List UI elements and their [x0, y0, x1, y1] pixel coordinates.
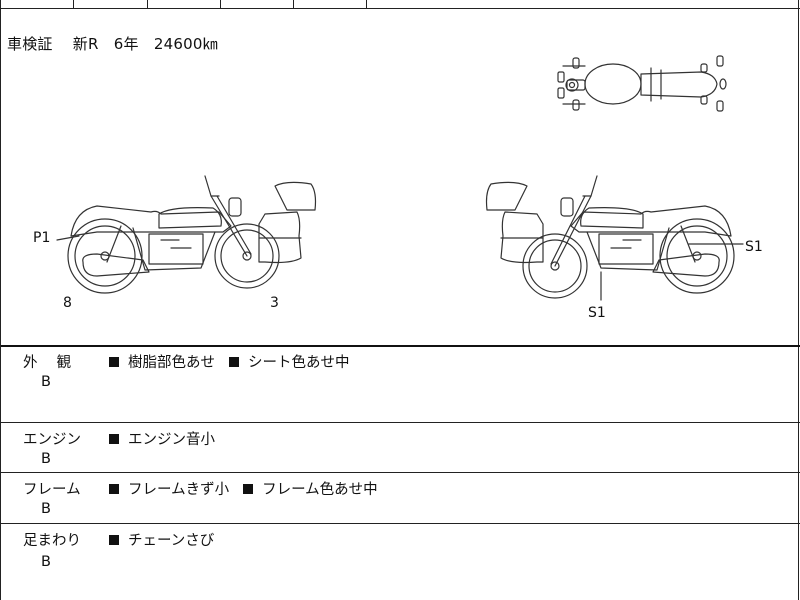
top-view-motorcycle-icon	[557, 55, 727, 112]
registration-info: 車検証 新R 6年 24600㎞	[7, 35, 218, 53]
section-frame: フレーム B フレームきず小 フレーム色あせ中	[1, 472, 800, 523]
left-side-motorcycle-icon	[67, 175, 317, 294]
section-notes: チェーンさび	[109, 529, 214, 550]
position-number-3: 3	[270, 295, 279, 311]
damage-label-p1: P1	[33, 230, 50, 246]
section-divider	[1, 472, 800, 473]
bullet-square-icon	[109, 356, 119, 367]
section-grade: B	[41, 374, 51, 390]
section-notes: エンジン音小	[109, 428, 215, 449]
damage-label-s1-bottom: S1	[588, 305, 606, 321]
bullet-square-icon	[243, 483, 254, 494]
section-notes: フレームきず小 フレーム色あせ中	[109, 478, 378, 499]
right-side-motorcycle-icon	[485, 175, 735, 299]
section-grade: B	[41, 501, 51, 517]
bullet-square-icon	[109, 534, 119, 545]
top-header-strip	[1, 0, 800, 9]
bullet-square-icon	[109, 483, 119, 494]
section-category: 足まわり	[23, 533, 81, 549]
bullet-square-icon	[109, 433, 119, 444]
section-category: フレーム	[23, 482, 81, 498]
note-item: エンジン音小	[109, 428, 215, 449]
section-category: エンジン	[23, 432, 81, 448]
section-suspension: 足まわり B チェーンさび	[1, 523, 800, 600]
section-notes: 樹脂部色あせ シート色あせ中	[109, 351, 350, 372]
section-grade: B	[41, 554, 51, 570]
bullet-square-icon	[229, 356, 239, 367]
section-divider	[1, 422, 800, 423]
section-grade: B	[41, 451, 51, 467]
motorcycle-diagram: P1 8 3 S1 S1	[33, 55, 763, 321]
damage-label-s1-rear: S1	[745, 239, 763, 255]
position-number-8: 8	[63, 295, 72, 311]
note-item: フレームきず小	[109, 478, 229, 499]
section-category: 外 観	[23, 355, 72, 371]
section-engine: エンジン B エンジン音小	[1, 422, 800, 472]
diagram-divider	[1, 345, 800, 347]
note-item: チェーンさび	[109, 529, 214, 550]
section-divider	[1, 523, 800, 524]
note-item: 樹脂部色あせ	[109, 351, 215, 372]
section-exterior: 外 観 B 樹脂部色あせ シート色あせ中	[1, 345, 800, 422]
note-item: フレーム色あせ中	[243, 478, 378, 499]
note-item: シート色あせ中	[229, 351, 350, 372]
